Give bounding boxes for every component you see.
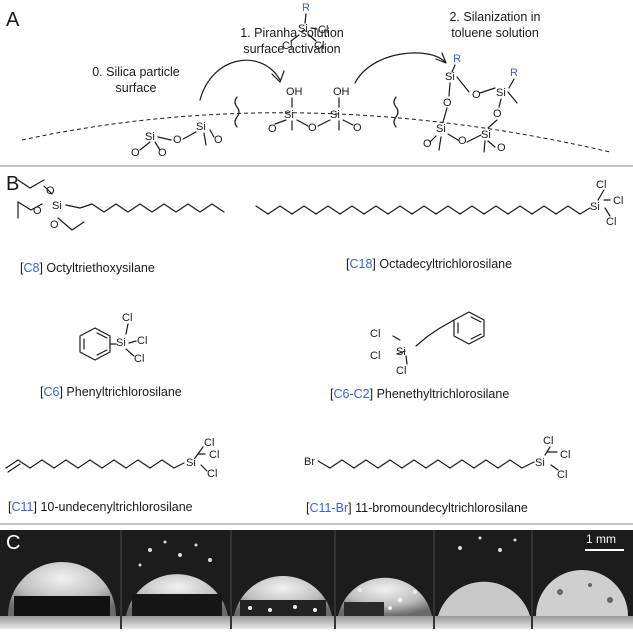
svg-text:R: R — [302, 2, 310, 14]
svg-text:Cl: Cl — [613, 195, 623, 207]
panel-b-letter: B — [6, 173, 19, 195]
structure-c11-br: Br Si Cl Cl Cl — [304, 435, 570, 481]
svg-text:Si: Si — [196, 121, 206, 133]
step0-line2: surface — [116, 81, 157, 95]
svg-text:R: R — [453, 53, 461, 65]
structure-c6-c2: Si Cl Cl Cl — [370, 311, 485, 377]
svg-text:O: O — [472, 89, 481, 101]
svg-text:O: O — [497, 142, 506, 154]
svg-text:O: O — [158, 147, 167, 159]
svg-text:O: O — [46, 185, 55, 197]
droplet-frame-3 — [234, 575, 332, 616]
droplet-frame-2 — [126, 540, 228, 616]
arrow-step1 — [199, 59, 281, 101]
svg-text:O: O — [423, 138, 432, 150]
structure-c11: Si Cl Cl Cl — [5, 437, 219, 480]
label-c11-br: [C11-Br] 11-bromoundecyltrichlorosilane — [306, 501, 528, 515]
arrow-step2 — [354, 52, 446, 84]
label-c8: [C8] Octyltriethoxysilane — [20, 261, 155, 275]
svg-text:Cl: Cl — [606, 216, 616, 228]
svg-text:Si: Si — [535, 457, 545, 469]
svg-text:O: O — [50, 219, 59, 231]
structure-c18: Si Cl Cl Cl — [255, 179, 623, 228]
svg-text:Cl: Cl — [596, 179, 606, 191]
step1-line2: surface activation — [243, 42, 340, 56]
trichlorosilane-reagent: R Si Cl Cl Cl — [282, 2, 328, 52]
svg-text:Cl: Cl — [282, 40, 292, 52]
svg-text:Cl: Cl — [314, 40, 324, 52]
svg-text:OH: OH — [333, 86, 350, 98]
svg-text:Cl: Cl — [134, 353, 144, 365]
step2-line2: toluene solution — [451, 26, 539, 40]
svg-text:Cl: Cl — [137, 335, 147, 347]
svg-text:O: O — [458, 135, 467, 147]
svg-text:R: R — [510, 67, 518, 79]
svg-text:Cl: Cl — [557, 469, 567, 481]
droplet-frame-5 — [438, 536, 530, 616]
svg-text:Cl: Cl — [370, 328, 380, 340]
label-c11: [C11] 10-undecenyltrichlorosilane — [8, 500, 193, 514]
panel-c-letter: C — [6, 532, 21, 554]
svg-text:Br: Br — [304, 456, 315, 468]
label-c18: [C18] Octadecyltrichlorosilane — [346, 257, 512, 271]
scale-bar-label: 1 mm — [586, 532, 616, 546]
svg-text:Si: Si — [284, 109, 294, 121]
svg-text:O: O — [493, 108, 502, 120]
svg-text:Si: Si — [330, 109, 340, 121]
svg-text:Cl: Cl — [209, 449, 219, 461]
droplet-photo-strip: C 1 mm — [0, 530, 633, 629]
svg-text:Cl: Cl — [204, 437, 214, 449]
svg-text:O: O — [33, 205, 42, 217]
svg-text:Si: Si — [496, 87, 506, 99]
svg-text:Cl: Cl — [318, 24, 328, 36]
svg-text:Si: Si — [481, 129, 491, 141]
droplet-frame-4 — [338, 577, 432, 616]
particle-surface — [21, 112, 611, 153]
label-c6-c2: [C6-C2] Phenethyltrichlorosilane — [330, 387, 509, 401]
svg-text:Cl: Cl — [396, 365, 406, 377]
silanized-surface: R R Si Si O O O Si Si O O O — [423, 53, 518, 154]
svg-text:O: O — [214, 134, 223, 146]
svg-text:Cl: Cl — [122, 312, 132, 324]
structure-c8: O Si O O — [17, 179, 225, 231]
svg-text:Si: Si — [590, 201, 600, 213]
svg-text:Cl: Cl — [207, 468, 217, 480]
svg-text:Si: Si — [436, 123, 446, 135]
activated-surface: OH OH Si Si O O O — [268, 86, 362, 135]
svg-text:Si: Si — [298, 23, 308, 35]
droplet-frame-1 — [8, 562, 116, 616]
svg-text:O: O — [173, 134, 182, 146]
svg-text:Cl: Cl — [543, 435, 553, 447]
svg-text:Si: Si — [52, 200, 62, 212]
svg-text:O: O — [443, 97, 452, 109]
step0-line1: 0. Silica particle — [92, 65, 180, 79]
bare-silica: Si Si O O O O — [131, 121, 223, 159]
structure-c6: Si Cl Cl Cl — [79, 312, 147, 365]
break-mark-1 — [234, 96, 240, 128]
step2-line1: 2. Silanization in — [449, 10, 540, 24]
svg-text:O: O — [353, 122, 362, 134]
droplet-frame-6 — [536, 570, 628, 616]
label-c6: [C6] Phenyltrichlorosilane — [40, 385, 182, 399]
svg-text:O: O — [131, 147, 140, 159]
svg-text:Si: Si — [186, 457, 196, 469]
svg-text:O: O — [308, 122, 317, 134]
svg-text:Si: Si — [396, 346, 406, 358]
svg-text:Si: Si — [145, 131, 155, 143]
svg-text:Si: Si — [116, 337, 126, 349]
svg-text:O: O — [268, 123, 277, 135]
svg-text:Cl: Cl — [370, 350, 380, 362]
break-mark-2 — [393, 96, 399, 128]
svg-text:Si: Si — [445, 71, 455, 83]
step1-line1: 1. Piranha solution — [240, 26, 344, 40]
panel-a-letter: A — [6, 9, 20, 31]
svg-text:OH: OH — [286, 86, 303, 98]
svg-text:Cl: Cl — [560, 449, 570, 461]
